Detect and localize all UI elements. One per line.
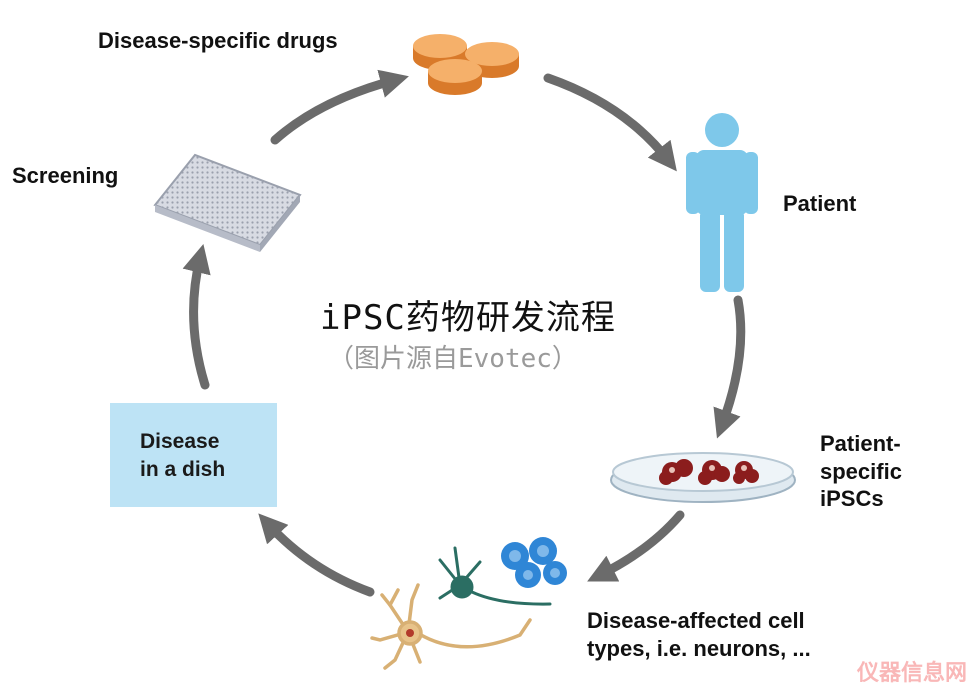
patient-icon <box>686 113 758 292</box>
dish-line1: Disease <box>140 430 220 453</box>
disease-in-dish-box: Disease in a dish <box>110 403 277 507</box>
cell-cluster-icon <box>501 537 567 588</box>
label-drugs: Disease-specific drugs <box>98 28 338 53</box>
arrow-drugs-to-patient <box>543 73 677 172</box>
arrow-dish-to-screening <box>182 244 211 390</box>
label-cells-line2: types, i.e. neurons, ... <box>587 635 811 661</box>
dish-line2: in a dish <box>140 458 226 481</box>
label-ipsc: Patient- specific iPSCs <box>820 430 902 513</box>
tan-neuron-icon <box>370 583 532 670</box>
arrow-cells-to-dish <box>258 513 375 597</box>
arrow-patient-to-ipsc <box>713 295 746 439</box>
screening-plate-icon <box>153 153 302 252</box>
label-ipsc-line1: Patient- <box>820 431 901 456</box>
diagram-subtitle: （图片源自Evotec） <box>328 344 578 374</box>
watermark-logo: 仪器信息网 <box>856 660 967 685</box>
label-cells: Disease-affected cell types, i.e. neuron… <box>587 607 811 662</box>
arrow-screening-to-drugs <box>270 69 409 145</box>
label-patient: Patient <box>783 191 857 216</box>
petri-dish-icon <box>610 452 796 503</box>
arrow-ipsc-to-cells <box>587 510 685 582</box>
label-ipsc-line2: specific <box>820 458 902 484</box>
label-ipsc-line3: iPSCs <box>820 486 884 511</box>
label-cells-line1: Disease-affected cell <box>587 608 805 633</box>
label-screening: Screening <box>12 163 119 188</box>
pills-icon <box>413 34 519 95</box>
green-neuron-icon <box>438 546 552 606</box>
cycle-arrows <box>182 69 746 597</box>
diagram-title: iPSC药物研发流程 <box>320 298 616 338</box>
